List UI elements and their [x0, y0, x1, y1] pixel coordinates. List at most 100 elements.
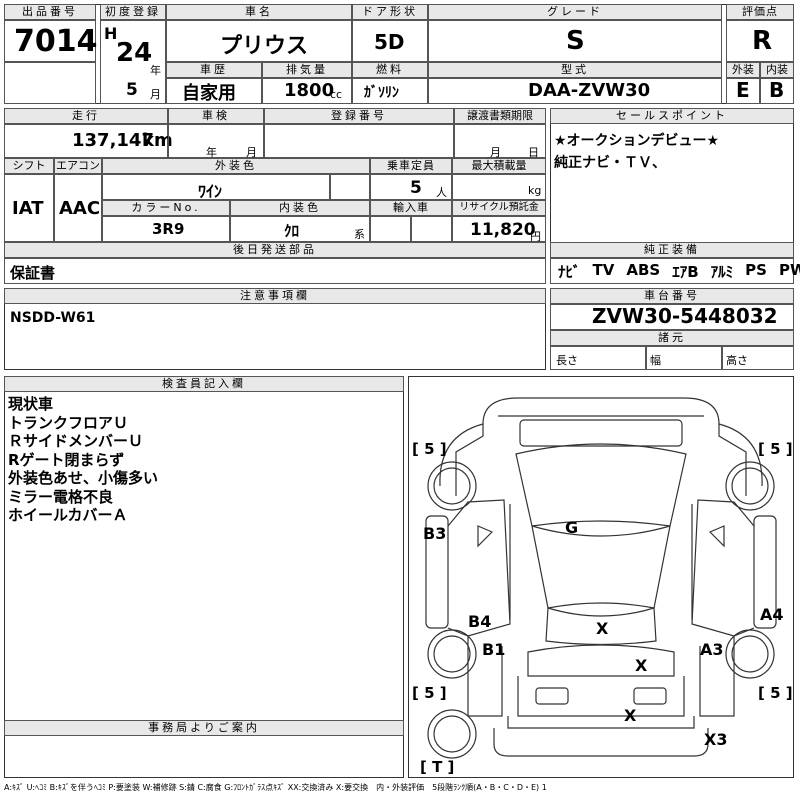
- color-label: 外装色: [102, 158, 370, 174]
- spare-tire: [ T ]: [420, 758, 455, 776]
- office-label: 事務局よりご案内: [4, 720, 404, 736]
- load-label: 最大積載量: [452, 158, 546, 174]
- inspector-note-line: ＲサイドメンバーＵ: [8, 432, 144, 450]
- transfer-month-unit: 月: [490, 146, 501, 159]
- equipment-nav: ﾅﾋﾞ: [558, 263, 581, 281]
- width-cell: [646, 346, 722, 370]
- later-label: 後日発送部品: [4, 242, 546, 258]
- capacity: 5: [410, 178, 422, 198]
- grade: S: [566, 26, 585, 56]
- history-cell: [166, 78, 262, 104]
- import-cell-a: [370, 216, 411, 242]
- era: H: [104, 24, 118, 43]
- ac-cell: [54, 174, 102, 242]
- ext-label: 外装: [726, 62, 760, 78]
- fuel: ｶﾞｿﾘﾝ: [364, 85, 399, 101]
- damage-mark-x2: X: [635, 656, 648, 675]
- inspector-note-line: ミラー電格不良: [8, 487, 114, 506]
- sales-line-1: ★オークションデビュー★: [554, 133, 720, 149]
- car-diagram: [425, 397, 777, 759]
- mileage-cell: [4, 124, 168, 158]
- caution-label: 注意事項欄: [4, 288, 546, 304]
- equipment-cell: [550, 258, 794, 284]
- car-name-label: 車名: [166, 4, 352, 20]
- later-cell: [4, 258, 546, 284]
- history: 自家用: [182, 83, 236, 104]
- first-reg-cell: [100, 20, 166, 104]
- regno-cell: [264, 124, 454, 158]
- inspection-cell: [168, 124, 264, 158]
- door-cell: [352, 20, 428, 62]
- tire-rear-left: [ 5 ]: [412, 684, 447, 702]
- regno-label: 登録番号: [264, 108, 454, 124]
- transfer-label: 譲渡書類期限: [454, 108, 546, 124]
- year-unit: 年: [150, 64, 161, 77]
- transfer-cell: [454, 124, 546, 158]
- tire-front-right: [ 5 ]: [758, 440, 793, 458]
- grade-label: グレード: [428, 4, 722, 20]
- damage-mark-b4: B4: [468, 612, 492, 631]
- ext-score: E: [736, 78, 750, 102]
- later-items: 保証書: [10, 264, 56, 282]
- damage-mark-x1: X: [596, 619, 609, 638]
- ac: AAC: [59, 198, 101, 219]
- tire-rear-right: [ 5 ]: [758, 684, 793, 702]
- damage-mark-b3: B3: [423, 524, 447, 543]
- chassis-cell: [550, 304, 794, 330]
- fuel-label: 燃料: [352, 62, 428, 78]
- width-label: 幅: [650, 354, 661, 367]
- displacement-unit: cc: [330, 88, 343, 101]
- int-label: 内装: [760, 62, 794, 78]
- lot-no-cell: [4, 20, 96, 62]
- lot-no-blank: [4, 62, 96, 104]
- capacity-cell: [370, 174, 452, 200]
- int-color: ｸﾛ: [284, 222, 300, 240]
- recycle-label: リサイクル預託金: [452, 200, 546, 216]
- capacity-unit: 人: [436, 186, 447, 199]
- inspection-month-unit: 月: [246, 146, 257, 159]
- door: 5D: [374, 30, 405, 54]
- lot-no: 7014: [14, 24, 98, 59]
- int-color-cell: [230, 216, 370, 242]
- ext-cell: [726, 78, 760, 104]
- equipment-label: 純正装備: [550, 242, 794, 258]
- sales-line-2: 純正ナビ・ＴＶ、: [554, 155, 666, 171]
- int-score: B: [769, 78, 785, 102]
- mileage-label: 走行: [4, 108, 168, 124]
- damage-mark-a4: A4: [760, 605, 784, 624]
- inspector-label: 検査員記入欄: [4, 376, 404, 392]
- month-unit: 月: [150, 88, 161, 101]
- int-color-unit: 系: [354, 228, 365, 241]
- equipment-tv: TV: [592, 261, 615, 279]
- equipment-abs: ABS: [626, 261, 661, 279]
- displacement-label: 排気量: [262, 62, 352, 78]
- import-cell-b: [411, 216, 452, 242]
- damage-mark-a3: A3: [700, 640, 724, 659]
- equipment-alloy: ｱﾙﾐ: [710, 263, 734, 281]
- inspector-notes: 現状車 トランクフロアＵ ＲサイドメンバーＵ Rゲート閉まらず 外装色あせ、小傷…: [8, 395, 158, 525]
- color-no-cell: [102, 216, 230, 242]
- mileage: 137,147: [72, 130, 154, 151]
- chassis-label: 車台番号: [550, 288, 794, 304]
- inspector-note-line: ホイールカバーＡ: [8, 506, 128, 524]
- inspector-note-line: 現状車: [8, 395, 54, 413]
- displacement: 1800: [284, 80, 335, 101]
- inspector-note-line: 外装色あせ、小傷多い: [8, 469, 159, 487]
- recycle-cell: [452, 216, 546, 242]
- score-cell: [726, 20, 794, 62]
- month: 5: [126, 80, 138, 100]
- tire-front-left: [ 5 ]: [412, 440, 447, 458]
- inspector-note-line: トランクフロアＵ: [8, 413, 129, 432]
- length-label: 長さ: [556, 354, 578, 367]
- load-cell: [452, 174, 546, 200]
- chassis-no: ZVW30-5448032: [592, 304, 778, 328]
- score: R: [752, 26, 773, 56]
- damage-mark-x3-rear: X3: [704, 730, 728, 749]
- recycle: 11,820: [470, 220, 536, 240]
- transfer-day-unit: 日: [528, 146, 539, 159]
- first-reg-label: 初度登録: [100, 4, 166, 20]
- spec-label: 諸元: [550, 330, 794, 346]
- equipment-pw: PW: [778, 261, 800, 279]
- damage-mark-g: G: [565, 518, 579, 537]
- shift-cell: [4, 174, 54, 242]
